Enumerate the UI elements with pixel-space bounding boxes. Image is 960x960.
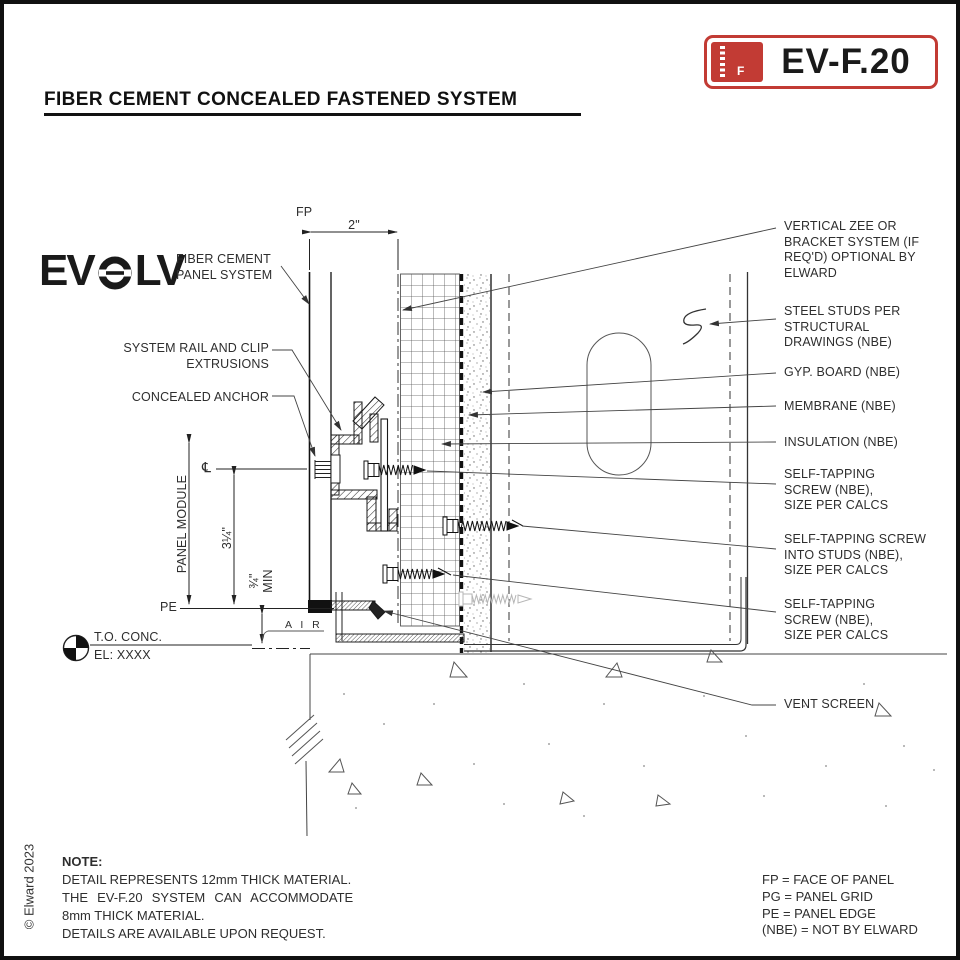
concealed-anchor-bolt <box>314 454 341 484</box>
note-line: DETAILS ARE AVAILABLE UPON REQUEST. <box>62 926 326 941</box>
detail-code-badge: F EV-F.20 <box>704 35 938 89</box>
logo-text-lv: LV <box>134 246 186 295</box>
callout-screw-1: SELF-TAPPING SCREW (NBE), SIZE PER CALCS <box>784 467 889 513</box>
centerline-symbol: ℄ <box>202 459 212 475</box>
dim-2in: 2" <box>348 218 360 232</box>
title-rule <box>44 113 581 116</box>
elward-logo-icon: F <box>711 42 763 82</box>
callout-insulation: INSULATION (NBE) <box>784 435 898 449</box>
logo-o-icon <box>97 254 133 292</box>
self-tapping-screw-2 <box>442 516 524 536</box>
abbreviation-legend: FP = FACE OF PANEL PG = PANEL GRID PE = … <box>762 872 918 938</box>
logo-letter: F <box>737 64 745 78</box>
label-pe: PE <box>160 600 177 614</box>
label-to-conc: T.O. CONC. <box>94 630 163 644</box>
label-fp: FP <box>296 205 313 219</box>
callout-screw-2: SELF-TAPPING SCREW (NBE), SIZE PER CALCS <box>784 597 889 643</box>
air-gap-path <box>261 630 324 643</box>
note-line: THE EV-F.20 SYSTEM CAN ACCOMMODATE <box>62 890 354 905</box>
top-of-concrete-datum <box>62 634 310 662</box>
concrete <box>285 649 947 837</box>
vent-screen <box>335 592 465 643</box>
detail-drawing <box>62 227 947 837</box>
leader-lines <box>272 227 777 706</box>
callout-steel-studs: STEEL STUDS PER STRUCTURAL DRAWINGS (NBE… <box>784 304 901 350</box>
callout-vent-screen: VENT SCREEN <box>784 697 875 711</box>
logo-caption: FIBER CEMENT PANEL SYSTEM <box>176 252 273 282</box>
callout-vertical-zee: VERTICAL ZEE OR BRACKET SYSTEM (IF REQ'D… <box>784 219 920 281</box>
self-tapping-screw-3 <box>382 564 452 584</box>
logo-bar-icon <box>720 46 725 61</box>
steel-stud <box>464 272 749 652</box>
note-line: DETAIL REPRESENTS 12mm THICK MATERIAL. <box>62 872 352 887</box>
dim-module-gap: 3¼" <box>220 526 235 550</box>
evolv-logo: EV LV <box>39 246 186 295</box>
dimensions <box>180 229 399 644</box>
fiber-cement-panel <box>308 272 332 613</box>
insulation-layer <box>400 273 460 627</box>
label-air: A I R <box>285 619 323 631</box>
label-panel-module: PANEL MODULE <box>175 474 190 574</box>
logo-text-ev: EV <box>39 246 96 295</box>
page-title: FIBER CEMENT CONCEALED FASTENED SYSTEM <box>44 89 518 110</box>
break-squiggle <box>682 308 707 345</box>
note-block: NOTE: DETAIL REPRESENTS 12mm THICK MATER… <box>62 853 397 943</box>
dim-min-gap: ¾" MIN <box>247 569 275 593</box>
hidden-screw <box>458 591 533 607</box>
note-heading: NOTE: <box>62 854 103 869</box>
logo-bar-icon <box>720 63 725 78</box>
gyp-board-layer <box>464 274 490 653</box>
label-system-rail: SYSTEM RAIL AND CLIP EXTRUSIONS <box>123 341 269 371</box>
label-concealed-anchor: CONCEALED ANCHOR <box>131 390 269 404</box>
callout-screw-into-studs: SELF-TAPPING SCREW INTO STUDS (NBE), SIZ… <box>784 532 927 578</box>
callout-gyp-board: GYP. BOARD (NBE) <box>784 365 901 379</box>
label-el: EL: XXXX <box>94 648 151 662</box>
self-tapping-screw-1 <box>363 460 427 480</box>
copyright-text: © Elward 2023 <box>21 843 37 930</box>
note-line: 8mm THICK MATERIAL. <box>62 908 205 923</box>
callout-membrane: MEMBRANE (NBE) <box>784 399 896 413</box>
detail-code: EV-F.20 <box>781 42 911 81</box>
